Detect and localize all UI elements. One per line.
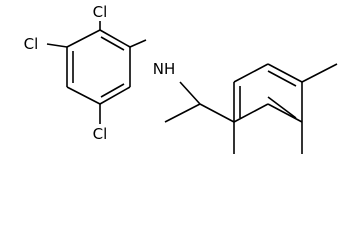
ring-bond bbox=[267, 63, 303, 83]
bond-n-ch bbox=[179, 81, 201, 105]
ring-bond bbox=[99, 86, 131, 105]
chlorine-atom-left: Cl bbox=[24, 35, 39, 53]
ring-bond bbox=[66, 29, 101, 48]
ring-double-bond bbox=[100, 83, 125, 98]
ring-bond bbox=[233, 103, 269, 123]
trichlorophenyl-ring bbox=[66, 29, 131, 105]
amine-nh-atom: NH bbox=[153, 60, 176, 78]
tolyl-ring bbox=[233, 63, 338, 154]
atom-labels: Cl Cl Cl NH bbox=[18, 3, 179, 143]
ring-bond bbox=[267, 103, 303, 123]
bond-cl-left bbox=[46, 43, 68, 48]
chlorine-atom-bottom: Cl bbox=[93, 125, 108, 143]
chlorine-atom-top: Cl bbox=[93, 3, 108, 21]
ring-double-bond bbox=[267, 70, 297, 87]
ring-double-bond bbox=[267, 96, 297, 119]
ring-double-bond bbox=[100, 36, 125, 51]
chemical-structure: Cl Cl Cl NH bbox=[18, 3, 338, 154]
substituent-bonds bbox=[46, 19, 147, 124]
ring-bond bbox=[66, 86, 101, 105]
bond-ch-methyl bbox=[164, 103, 201, 123]
bond-ring-n bbox=[129, 39, 147, 48]
linker-bonds bbox=[164, 81, 235, 123]
bond-ch-aryl bbox=[199, 103, 235, 123]
ring-bond bbox=[233, 63, 269, 83]
bond-ring-methyl bbox=[301, 63, 338, 83]
ring-bond bbox=[99, 29, 131, 48]
